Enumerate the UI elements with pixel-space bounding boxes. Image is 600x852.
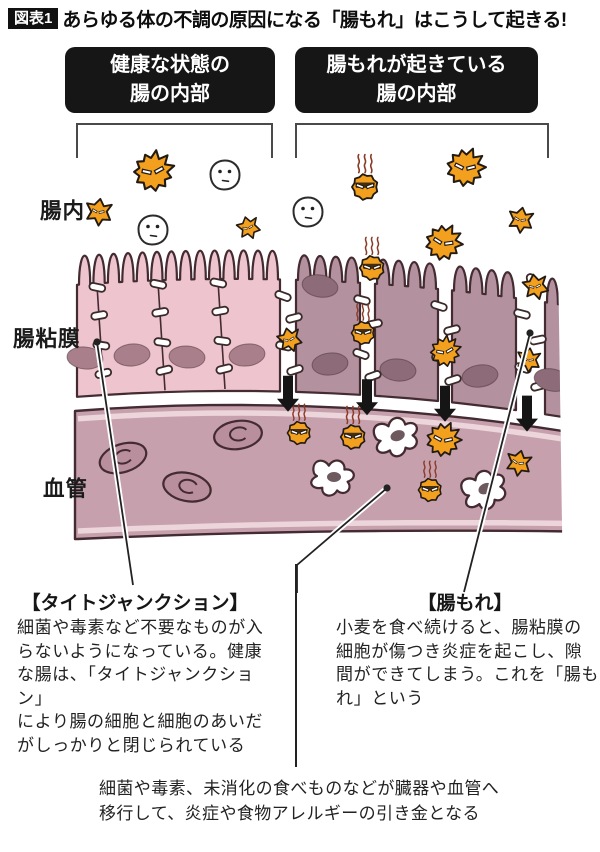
tight-junction-bead-icon [155,364,174,376]
stinky-bacteria-icon [417,460,442,503]
stinky-bacteria-icon [350,303,375,346]
immune-cell-icon [310,459,355,497]
tight-junction-bead-icon [149,278,168,290]
immune-cell-icon [372,416,418,458]
red-blood-cell-icon [162,471,212,503]
tight-junction-title: 【タイトジャンクション】 [21,593,249,614]
figure-title: あらゆる体の不調の原因になる「腸もれ」はこうして起きる! [62,10,567,31]
food-particle-icon [292,196,324,228]
panel-header-leaky: 腸もれが起きている 腸の内部 [295,47,538,113]
label-lumen: 腸内 [40,199,85,223]
vessel-wall-stripe-top [77,410,563,443]
leaky-gut-title: 【腸もれ】 [417,593,513,614]
panel-leaky-line2: 腸の内部 [376,83,457,105]
stinky-bacteria-icon [358,236,385,282]
leak-arrow-icon [277,375,299,412]
cell-nucleus [168,345,206,369]
spiky-toxin-icon [508,206,535,234]
damaged-mucosa-cell [543,277,563,420]
vessel-wall-stripe-bottom [77,519,563,534]
tight-junction-bead-icon [88,282,107,293]
tight-junction-bead-icon [90,310,109,321]
label-mucosa: 腸粘膜 [13,327,81,351]
tight-junction-bead-icon [353,294,371,306]
cell-nucleus [461,364,499,388]
tight-junction-bead-icon [213,335,232,347]
red-blood-cell-icon [213,419,263,451]
spiky-toxin-icon [235,216,261,240]
label-vessel: 血管 [43,476,88,501]
tight-junction-bead-icon [364,370,382,382]
spiky-toxin-icon [425,224,464,261]
spiky-toxin-icon [446,147,487,187]
spiky-toxin-icon [506,449,533,477]
panel-leaky-line1: 腸もれが起きている [326,54,507,76]
figure-title-bar: 図表1 あらゆる体の不調の原因になる「腸もれ」はこうして起きる! [8,5,567,32]
spiky-toxin-icon [429,334,462,367]
food-particle-icon [137,214,169,246]
cell-nucleus [228,343,266,367]
tight-junction-body: 細菌や毒素など不要なものが入 らないようになっている。健康 な腸は、「タイトジャ… [17,618,264,755]
leader-line-vessel-note-dot [383,484,391,492]
spiky-toxin-icon [276,327,303,352]
leader-line-tight-junction [96,341,134,586]
figure-badge: 図表1 [8,8,59,29]
leak-arrow-icon [356,379,378,416]
bracket-leaky [295,123,549,158]
intestine-art [66,249,563,541]
leak-arrow-icon [516,395,538,432]
damaged-mucosa-cell [450,265,518,412]
tight-junction-bead-icon [153,337,172,348]
cell-nucleus [66,346,104,370]
cell-nucleus [301,274,339,298]
tight-junction-bead-icon [151,307,170,318]
leaky-gut-body: 小麦を食べ続けると、腸粘膜の 細胞が傷つき炎症を起こし、隙 間ができてしまう。こ… [336,618,599,708]
tight-junction-bead-icon [285,312,303,324]
tight-junction-bead-icon [209,277,228,289]
cell-nucleus [379,358,417,382]
panel-header-healthy: 健康な状態の 腸の内部 [65,47,275,113]
leader-line-vessel-note [296,487,388,593]
food-particle-icon [209,159,241,191]
spiky-toxin-icon [133,149,176,192]
panel-healthy-line2: 腸の内部 [130,83,210,105]
cell-nucleus [113,343,151,367]
tight-junction-bead-icon [430,300,448,312]
tight-junction-bead-icon [513,308,531,320]
tight-junction-bead-icon [443,324,461,336]
tight-junction-bead-icon [286,364,304,376]
leak-arrow-icon [434,385,456,422]
cell-nucleus [311,352,349,376]
stinky-bacteria-icon [286,403,311,446]
leader-line-tight-junction-dot [93,338,101,346]
spiky-toxin-icon [426,421,463,457]
leader-line-bottom-note [295,564,297,767]
spiky-toxin-icon [86,197,113,227]
bracket-healthy [76,123,273,158]
panel-healthy-line1: 健康な状態の [110,54,230,76]
leader-line-leaky-gut-dot [526,329,534,337]
tight-junction-bead-icon [211,305,230,317]
tight-junction-bead-icon [215,363,234,375]
tight-junction-bead-icon [352,348,370,360]
stinky-bacteria-icon [351,153,379,201]
spiky-toxin-icon [521,273,550,301]
tight-junction-bead-icon [444,374,462,386]
bottom-note: 細菌や毒素、未消化の食べものなどが臓器や血管へ 移行して、炎症や食物アレルギーの… [99,779,500,823]
leader-line-leaky-gut [463,332,531,593]
stinky-bacteria-icon [339,405,366,451]
tight-junction-bead-icon [274,290,292,302]
